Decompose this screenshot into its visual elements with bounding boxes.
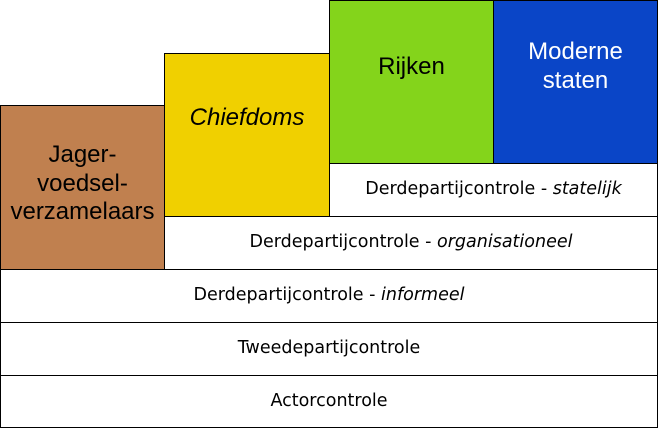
row-derdepartij-informeel-label: Derdepartijcontrole - informeel: [194, 287, 465, 305]
row-derdepartij-organisationeel: Derdepartijcontrole - organisationeel: [164, 216, 658, 270]
row-tweedepartijcontrole-label: Tweedepartijcontrole: [237, 338, 421, 359]
row-derdepartij-informeel: Derdepartijcontrole - informeel: [0, 269, 658, 323]
row-actorcontrole-label: Actorcontrole: [270, 390, 388, 411]
row-derdepartij-informeel-suffix: informeel: [381, 285, 465, 306]
row-actorcontrole: Actorcontrole: [0, 375, 658, 428]
row-derdepartij-organisationeel-label: Derdepartijcontrole - organisationeel: [250, 234, 573, 252]
block-moderne-staten: Moderne staten: [493, 0, 658, 164]
block-jager-line-1: Jager-: [48, 140, 117, 168]
row-tweedepartijcontrole: Tweedepartijcontrole: [0, 322, 658, 376]
block-jager-voedselverzamelaars: Jager- voedsel- verzamelaars: [0, 105, 165, 270]
block-rijken-label: Rijken: [378, 52, 445, 80]
row-derdepartij-statelijk-prefix: Derdepartijcontrole -: [365, 179, 553, 200]
row-derdepartij-statelijk-suffix: statelijk: [552, 179, 622, 200]
block-rijken: Rijken: [329, 0, 494, 164]
block-jager-line-3: verzamelaars: [10, 198, 155, 226]
block-chiefdoms-label: Chiefdoms: [189, 104, 305, 132]
row-derdepartij-statelijk: Derdepartijcontrole - statelijk: [329, 163, 658, 217]
block-moderne-line-1: Moderne: [528, 38, 623, 66]
row-derdepartij-organisationeel-suffix: organisationeel: [437, 232, 573, 253]
row-derdepartij-informeel-prefix: Derdepartijcontrole -: [193, 285, 381, 306]
block-jager-line-2: voedsel-: [37, 169, 128, 197]
row-derdepartij-statelijk-label: Derdepartijcontrole - statelijk: [365, 181, 622, 199]
block-jager-label: Jager- voedsel- verzamelaars: [10, 141, 154, 227]
block-moderne-line-2: staten: [542, 67, 609, 94]
block-moderne-label: Moderne staten: [528, 38, 623, 96]
row-derdepartij-organisationeel-prefix: Derdepartijcontrole -: [249, 232, 438, 253]
block-chiefdoms: Chiefdoms: [164, 53, 330, 217]
